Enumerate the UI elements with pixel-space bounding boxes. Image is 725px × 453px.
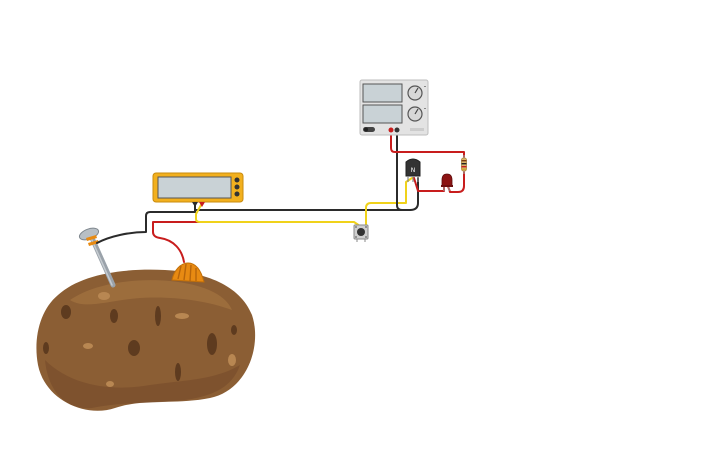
wire-yellow-base[interactable] bbox=[365, 177, 413, 227]
npn-transistor[interactable]: N bbox=[405, 158, 421, 182]
potato-eye bbox=[128, 340, 140, 356]
potato-eye bbox=[175, 363, 181, 381]
transistor-label: N bbox=[411, 167, 416, 174]
multimeter[interactable] bbox=[152, 172, 244, 207]
potato-spot bbox=[175, 313, 189, 319]
potato-highlight bbox=[70, 280, 232, 310]
wire-yellow-button[interactable] bbox=[195, 204, 361, 227]
potato-spot bbox=[98, 292, 110, 300]
wire-red-copper[interactable] bbox=[152, 221, 201, 263]
power-supply-voltage-knob[interactable] bbox=[407, 85, 423, 101]
multimeter-screen bbox=[157, 176, 232, 199]
potato-eye bbox=[155, 306, 161, 326]
potato-shade bbox=[45, 360, 240, 409]
wire-black-psu[interactable] bbox=[396, 129, 411, 211]
wire-red-psu[interactable] bbox=[390, 129, 465, 158]
potato-eye bbox=[231, 325, 237, 335]
zinc-nail[interactable] bbox=[78, 226, 116, 288]
multimeter-red-probe[interactable] bbox=[199, 202, 205, 207]
wires bbox=[96, 129, 465, 263]
power-supply-current-screen bbox=[362, 104, 403, 124]
wire-black-nail[interactable] bbox=[96, 204, 196, 244]
copper-electrode[interactable] bbox=[171, 262, 205, 283]
power-supply-switch[interactable] bbox=[363, 127, 375, 132]
power-supply-negative-terminal[interactable] bbox=[394, 127, 400, 133]
multimeter-mode-dial[interactable] bbox=[234, 184, 240, 190]
potato-eye bbox=[110, 309, 118, 323]
resistor[interactable] bbox=[461, 155, 467, 174]
multimeter-mode-dial[interactable] bbox=[234, 177, 240, 183]
potato-spot bbox=[106, 381, 114, 387]
multimeter-mode-dial[interactable] bbox=[234, 191, 240, 197]
multimeter-black-probe[interactable] bbox=[192, 202, 198, 207]
power-supply-positive-terminal[interactable] bbox=[388, 127, 394, 133]
power-supply-current-knob[interactable] bbox=[407, 106, 423, 122]
potato-spot bbox=[228, 354, 236, 366]
red-led[interactable] bbox=[441, 173, 453, 191]
potato-spot bbox=[83, 343, 93, 349]
potato-eye bbox=[207, 333, 217, 355]
potato-eye bbox=[43, 342, 49, 354]
wire-red-led[interactable] bbox=[447, 171, 465, 193]
potato[interactable] bbox=[36, 269, 256, 411]
potato-eye bbox=[61, 305, 71, 319]
power-supply-voltage-screen bbox=[362, 83, 403, 103]
potato-body bbox=[36, 269, 256, 411]
power-supply[interactable] bbox=[359, 79, 429, 136]
pushbutton[interactable] bbox=[353, 224, 369, 242]
